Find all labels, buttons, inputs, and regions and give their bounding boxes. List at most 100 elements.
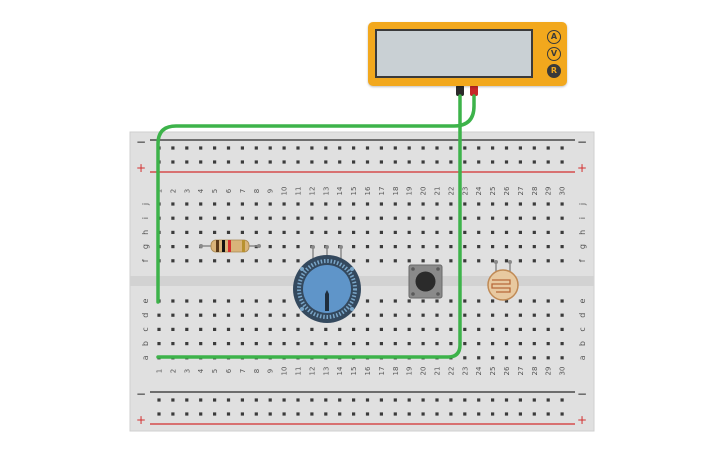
terminal-hole[interactable]: [449, 230, 453, 234]
terminal-hole[interactable]: [310, 202, 314, 206]
terminal-hole[interactable]: [518, 342, 522, 346]
terminal-hole[interactable]: [199, 202, 203, 206]
terminal-hole[interactable]: [407, 327, 411, 331]
rail-hole[interactable]: [421, 146, 425, 150]
rail-hole[interactable]: [213, 412, 217, 416]
terminal-hole[interactable]: [296, 216, 300, 220]
terminal-hole[interactable]: [213, 259, 217, 263]
rail-hole[interactable]: [546, 160, 550, 164]
terminal-hole[interactable]: [338, 230, 342, 234]
rail-hole[interactable]: [435, 146, 439, 150]
rail-hole[interactable]: [491, 398, 495, 402]
terminal-hole[interactable]: [435, 202, 439, 206]
terminal-hole[interactable]: [477, 356, 481, 360]
rail-hole[interactable]: [268, 398, 272, 402]
rail-hole[interactable]: [324, 412, 328, 416]
rail-hole[interactable]: [463, 412, 467, 416]
terminal-hole[interactable]: [282, 216, 286, 220]
terminal-hole[interactable]: [518, 327, 522, 331]
terminal-hole[interactable]: [185, 327, 189, 331]
terminal-hole[interactable]: [407, 216, 411, 220]
rail-hole[interactable]: [240, 412, 244, 416]
terminal-hole[interactable]: [491, 259, 495, 263]
terminal-hole[interactable]: [324, 230, 328, 234]
rail-hole[interactable]: [254, 412, 258, 416]
terminal-hole[interactable]: [310, 230, 314, 234]
rail-hole[interactable]: [296, 412, 300, 416]
terminal-hole[interactable]: [546, 216, 550, 220]
terminal-hole[interactable]: [491, 230, 495, 234]
rail-hole[interactable]: [185, 160, 189, 164]
terminal-hole[interactable]: [435, 342, 439, 346]
rail-hole[interactable]: [338, 146, 342, 150]
terminal-hole[interactable]: [240, 216, 244, 220]
rail-hole[interactable]: [365, 146, 370, 150]
terminal-hole[interactable]: [226, 327, 231, 331]
terminal-hole[interactable]: [463, 313, 467, 317]
terminal-hole[interactable]: [213, 216, 217, 220]
terminal-hole[interactable]: [185, 230, 189, 234]
terminal-hole[interactable]: [435, 245, 439, 249]
terminal-hole[interactable]: [421, 245, 425, 249]
terminal-hole[interactable]: [504, 299, 509, 303]
terminal-hole[interactable]: [226, 299, 231, 303]
rail-hole[interactable]: [532, 146, 536, 150]
terminal-hole[interactable]: [477, 230, 481, 234]
terminal-hole[interactable]: [282, 313, 286, 317]
rail-hole[interactable]: [393, 160, 397, 164]
rail-hole[interactable]: [324, 146, 328, 150]
rail-hole[interactable]: [560, 412, 564, 416]
terminal-hole[interactable]: [504, 202, 509, 206]
rail-hole[interactable]: [185, 412, 189, 416]
terminal-hole[interactable]: [185, 313, 189, 317]
terminal-hole[interactable]: [171, 299, 175, 303]
terminal-hole[interactable]: [560, 245, 564, 249]
terminal-hole[interactable]: [171, 202, 175, 206]
terminal-hole[interactable]: [421, 299, 425, 303]
terminal-hole[interactable]: [226, 259, 231, 263]
terminal-hole[interactable]: [185, 245, 189, 249]
terminal-hole[interactable]: [560, 216, 564, 220]
rail-hole[interactable]: [532, 412, 536, 416]
rail-hole[interactable]: [240, 160, 244, 164]
rail-hole[interactable]: [157, 398, 161, 402]
terminal-hole[interactable]: [324, 342, 328, 346]
terminal-hole[interactable]: [254, 299, 258, 303]
terminal-hole[interactable]: [379, 216, 383, 220]
terminal-hole[interactable]: [449, 245, 453, 249]
terminal-hole[interactable]: [449, 327, 453, 331]
terminal-hole[interactable]: [407, 245, 411, 249]
terminal-hole[interactable]: [532, 216, 536, 220]
terminal-hole[interactable]: [240, 327, 244, 331]
rail-hole[interactable]: [532, 160, 536, 164]
terminal-hole[interactable]: [421, 327, 425, 331]
terminal-hole[interactable]: [463, 299, 467, 303]
terminal-hole[interactable]: [560, 327, 564, 331]
rail-hole[interactable]: [379, 146, 383, 150]
terminal-hole[interactable]: [365, 230, 370, 234]
rail-hole[interactable]: [491, 412, 495, 416]
terminal-hole[interactable]: [504, 259, 509, 263]
rail-hole[interactable]: [296, 160, 300, 164]
terminal-hole[interactable]: [504, 230, 509, 234]
terminal-hole[interactable]: [268, 202, 272, 206]
multimeter-volts-button[interactable]: V: [547, 47, 561, 61]
terminal-hole[interactable]: [268, 313, 272, 317]
terminal-hole[interactable]: [532, 356, 536, 360]
terminal-hole[interactable]: [226, 342, 231, 346]
terminal-hole[interactable]: [185, 342, 189, 346]
terminal-hole[interactable]: [365, 259, 370, 263]
terminal-hole[interactable]: [171, 245, 175, 249]
rail-hole[interactable]: [352, 412, 356, 416]
terminal-hole[interactable]: [185, 216, 189, 220]
terminal-hole[interactable]: [560, 342, 564, 346]
terminal-hole[interactable]: [365, 245, 370, 249]
terminal-hole[interactable]: [393, 313, 397, 317]
terminal-hole[interactable]: [296, 259, 300, 263]
terminal-hole[interactable]: [393, 259, 397, 263]
terminal-hole[interactable]: [449, 202, 453, 206]
terminal-hole[interactable]: [268, 216, 272, 220]
terminal-hole[interactable]: [365, 327, 370, 331]
terminal-hole[interactable]: [407, 230, 411, 234]
